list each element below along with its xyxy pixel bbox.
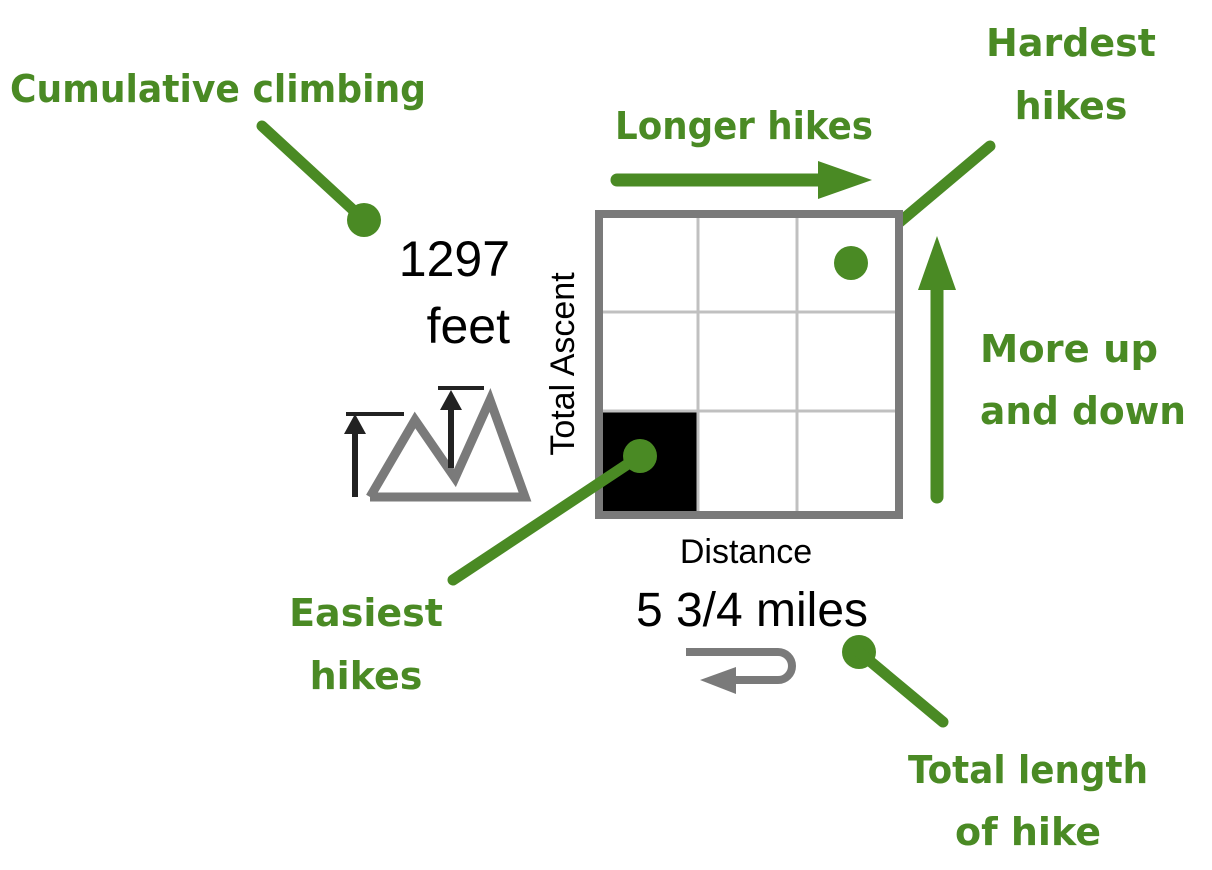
- annotation-total-length-line2: of hike: [955, 810, 1101, 854]
- annotation-hardest-line1: Hardest: [986, 21, 1156, 65]
- distance-axis-label: Distance: [680, 533, 812, 571]
- ascent-unit: feet: [427, 298, 511, 354]
- leader-dot-easiest: [623, 439, 657, 473]
- leader-total-length: [853, 646, 949, 728]
- return-loop-icon: [686, 648, 796, 694]
- grid-frame: [595, 210, 903, 519]
- leader-easiest: [447, 450, 646, 586]
- annotation-easiest-line1: Easiest: [289, 591, 443, 635]
- difficulty-grid: [595, 210, 903, 519]
- ascent-axis-label: Total Ascent: [544, 272, 582, 456]
- annotation-total-length-line1: Total length: [908, 748, 1148, 792]
- annotation-longer-hikes: Longer hikes: [615, 104, 873, 148]
- annotation-easiest-line2: hikes: [310, 654, 423, 698]
- annotation-hardest-line2: hikes: [1015, 84, 1128, 128]
- distance-value: 5 3/4 miles: [636, 584, 868, 637]
- mountain-ascent-icon: [344, 386, 532, 502]
- annotation-more-line1: More up: [980, 327, 1158, 371]
- longer-hikes-arrow: [610, 161, 872, 199]
- leader-dot-cumulative-climbing: [347, 203, 381, 237]
- annotation-more-line2: and down: [980, 389, 1186, 433]
- more-up-arrow: [918, 236, 956, 504]
- leader-cumulative-climbing: [256, 120, 370, 226]
- annotation-cumulative-climbing: Cumulative climbing: [10, 67, 426, 111]
- leader-dot-hardest: [834, 246, 868, 280]
- grid-lines: [599, 214, 899, 515]
- ascent-value: 1297: [399, 231, 510, 287]
